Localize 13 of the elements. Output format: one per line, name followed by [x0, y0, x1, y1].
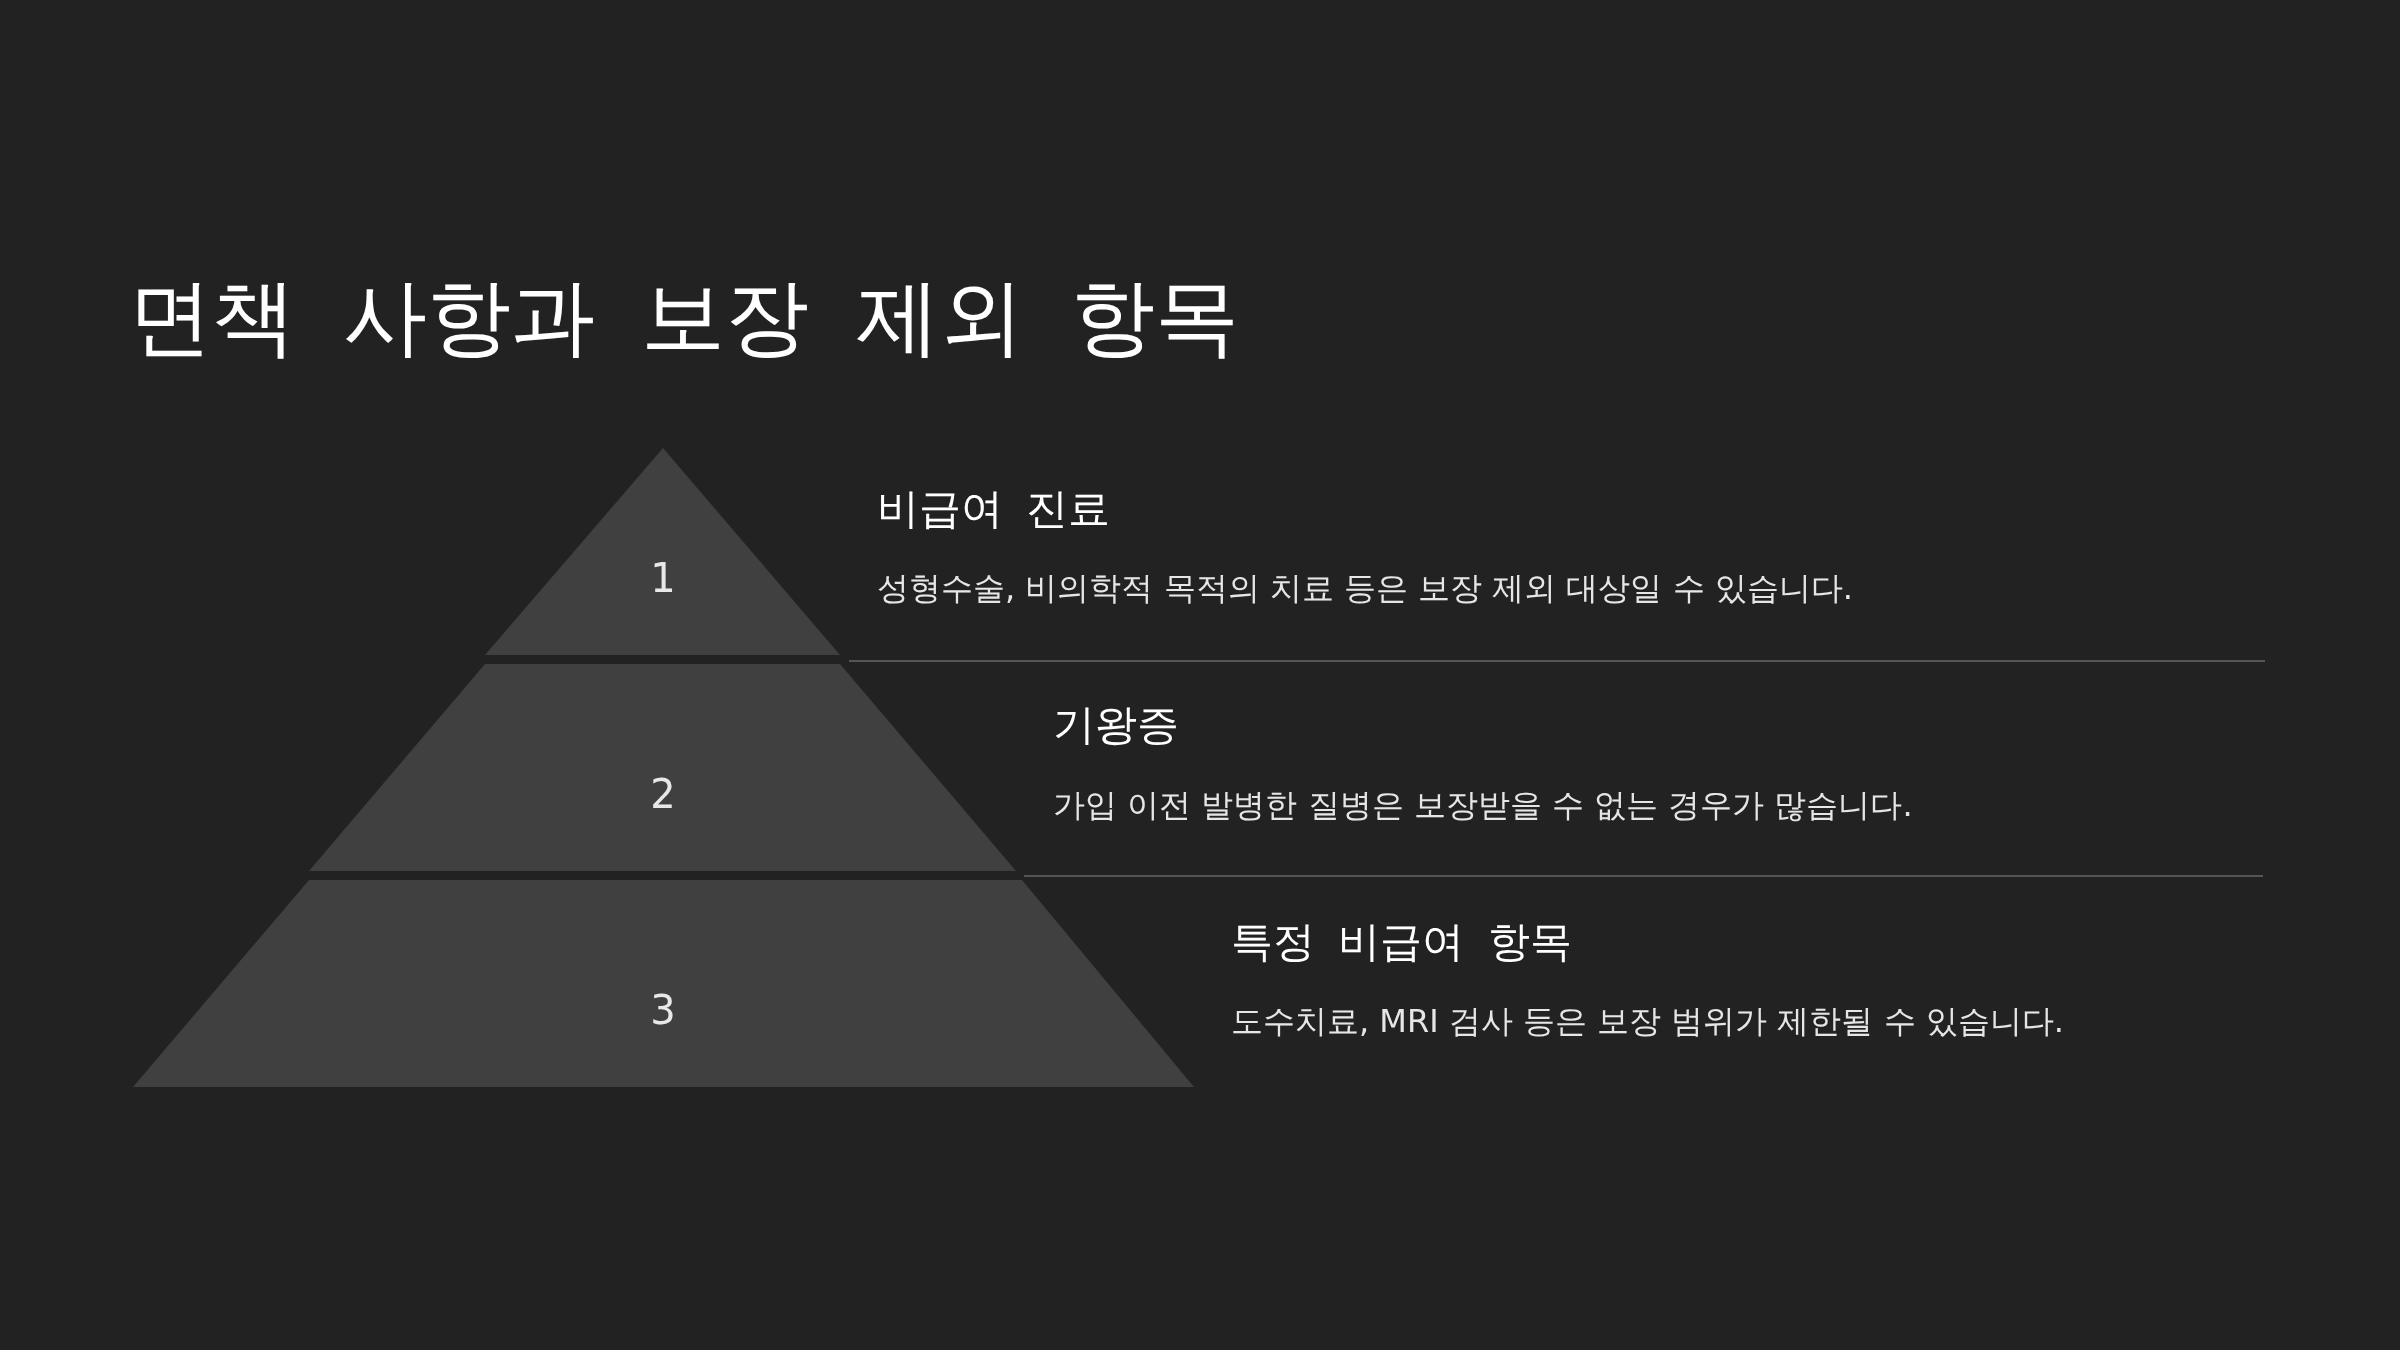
tier-number: 2 [650, 770, 676, 819]
tier-number: 3 [650, 986, 676, 1035]
tier-number: 1 [650, 554, 676, 603]
pyramid-tier [133, 880, 1194, 1087]
item-description: 가입 이전 발병한 질병은 보장받을 수 없는 경우가 많습니다. [1053, 785, 1913, 826]
slide-title: 면책 사항과 보장 제외 항목 [128, 267, 1239, 368]
item-heading: 특정 비급여 항목 [1231, 916, 1572, 968]
item-heading: 비급여 진료 [877, 483, 1111, 535]
item-description: 도수치료, MRI 검사 등은 보장 범위가 제한될 수 있습니다. [1231, 1001, 2064, 1042]
item-heading: 기왕증 [1053, 699, 1179, 751]
item-description: 성형수술, 비의학적 목적의 치료 등은 보장 제외 대상일 수 있습니다. [877, 568, 1853, 609]
pyramid-tier [309, 664, 1016, 871]
pyramid-tier [485, 448, 840, 655]
